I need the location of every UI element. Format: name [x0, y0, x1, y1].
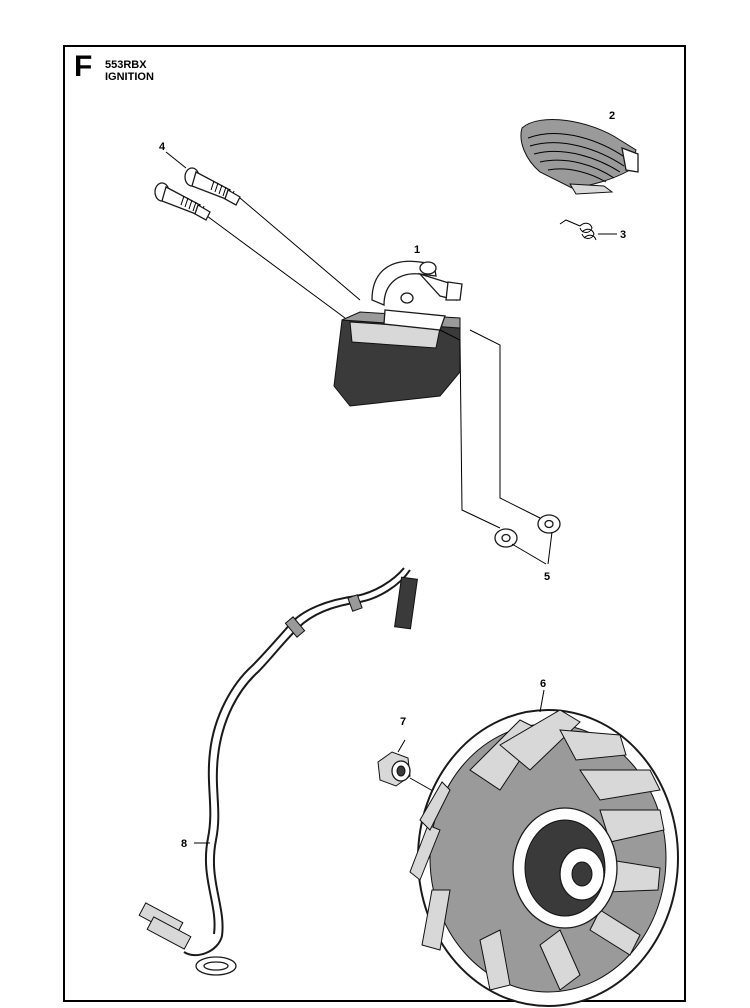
section-letter: F	[74, 50, 93, 83]
diagram-frame	[63, 45, 686, 1002]
part-7-flange-nut	[377, 739, 441, 796]
callout-labels: 1 2 3 4 5 6 7 8	[159, 110, 626, 850]
callout-5: 5	[544, 571, 550, 583]
part-2-spark-plug-cap	[520, 118, 639, 195]
model-name: 553RBX	[105, 59, 147, 71]
section-title: IGNITION	[105, 71, 154, 83]
callout-6: 6	[540, 678, 546, 690]
callout-7: 7	[400, 716, 406, 728]
part-6-flywheel	[409, 689, 679, 1007]
part-5-spacers	[494, 514, 561, 565]
part-3-spring	[559, 219, 617, 241]
callout-8: 8	[181, 838, 187, 850]
callout-3: 3	[620, 229, 626, 241]
callout-1: 1	[414, 244, 420, 256]
part-8-wiring-harness	[138, 567, 418, 976]
callout-4: 4	[159, 141, 166, 153]
callout-2: 2	[609, 110, 615, 122]
part-1-ignition-module	[333, 260, 541, 529]
part-4-screws	[154, 151, 361, 319]
